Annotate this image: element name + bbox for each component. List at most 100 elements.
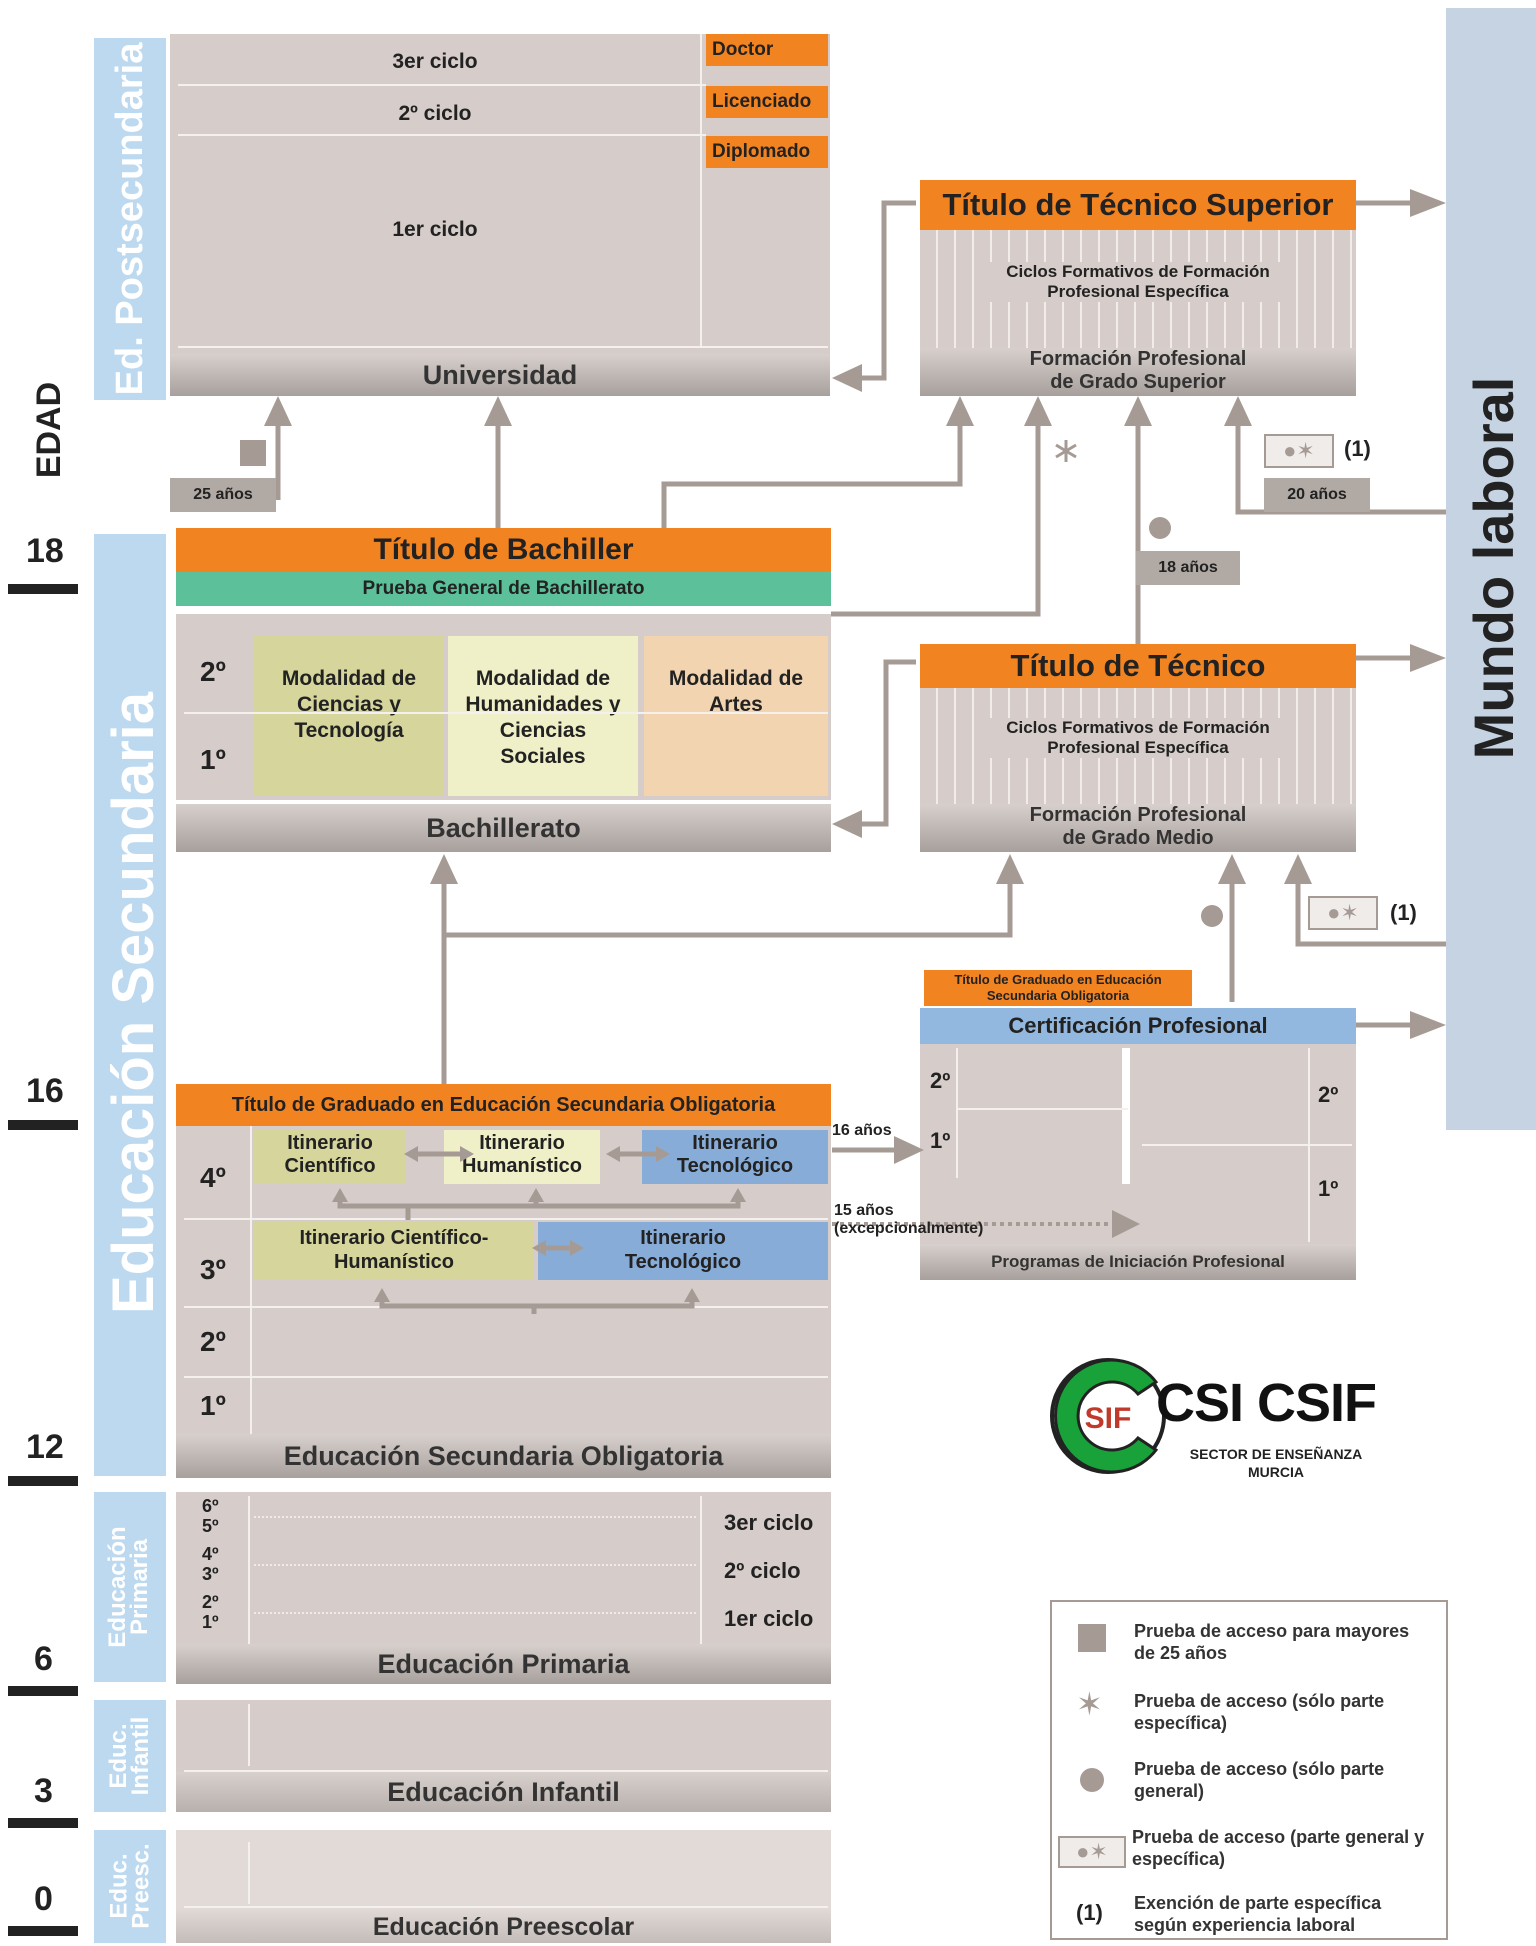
pip-eso-certificate: Título de Graduado en Educación Secundar…	[924, 970, 1192, 1006]
pip-block: 2º 1º 2º 1º	[920, 1044, 1356, 1244]
exemption-fp-medio: (1)	[1390, 900, 1417, 925]
age-tag-20: 20 años	[1264, 478, 1370, 512]
age-0: 0	[34, 1880, 53, 1918]
age-tag-18: 18 años	[1136, 551, 1240, 585]
band-preescolar: Educ. Preesc.	[94, 1830, 166, 1943]
legend-exemption-icon: (1)	[1076, 1900, 1103, 1925]
eso-certificate: Título de Graduado en Educación Secundar…	[176, 1084, 831, 1126]
exemption-20: (1)	[1344, 436, 1371, 461]
eso-year-2: 2º	[200, 1326, 226, 1357]
mundo-laboral-band: Mundo laboral	[1446, 8, 1536, 1130]
fp-superior-title: Formación Profesional de Grado Superior	[920, 348, 1356, 396]
bachillerato-block: 2º 1º Modalidad de Ciencias y Tecnología…	[176, 614, 831, 800]
age-12: 12	[26, 1428, 64, 1466]
pip-title: Programas de Iniciación Profesional	[920, 1244, 1356, 1280]
fp-medio-title: Formación Profesional de Grado Medio	[920, 804, 1356, 852]
universidad-third-cycle: 3er ciclo	[392, 50, 478, 73]
legend: Prueba de acceso para mayores de 25 años…	[1050, 1600, 1448, 1940]
bachillerato-year-1: 1º	[200, 744, 226, 775]
itinerario-4-tecnologico: Itinerario Tecnológico	[642, 1130, 828, 1184]
primaria-cycle-2: 2º ciclo	[724, 1558, 801, 1583]
pip-left-year-2: 2º	[930, 1068, 951, 1093]
fp-medio-cycles: Ciclos Formativos de Formación Profesion…	[920, 688, 1356, 804]
modalidad-humanidades: Modalidad de Humanidades y Ciencias Soci…	[448, 636, 638, 796]
legend-item-2: Prueba de acceso (sólo parte específica)	[1134, 1691, 1385, 1733]
age-18-tick	[8, 584, 78, 594]
legend-circle-icon	[1080, 1768, 1104, 1792]
eso-year-1: 1º	[200, 1390, 226, 1421]
legend-square-icon	[1078, 1624, 1106, 1652]
logo-sector: SECTOR DE ENSEÑANZA	[1189, 1446, 1363, 1462]
age-18: 18	[26, 532, 64, 570]
primaria-block: 6º 5º 4º 3º 2º 1º 3er ciclo 2º ciclo 1er…	[176, 1492, 831, 1646]
infantil-block: Educación Infantil	[176, 1700, 831, 1812]
primaria-year-4: 4º	[202, 1544, 219, 1564]
age-16: 16	[26, 1072, 64, 1110]
logo-name: CSI CSIF	[1156, 1373, 1377, 1433]
bachiller-exam: Prueba General de Bachillerato	[176, 572, 831, 606]
degree-doctor: Doctor	[706, 34, 828, 66]
modalidad-ciencias: Modalidad de Ciencias y Tecnología	[254, 636, 444, 796]
pip-right-year-1: 1º	[1318, 1176, 1339, 1201]
bachiller-certificate: Título de Bachiller	[176, 528, 831, 572]
primaria-cycle-1: 1er ciclo	[724, 1606, 814, 1631]
access-badge-fp-medio: ●✶	[1308, 896, 1378, 930]
universidad-block: 3er ciclo 2º ciclo 1er ciclo Doctor Lice…	[170, 34, 830, 354]
itinerario-4-cientifico: Itinerario Científico	[254, 1130, 406, 1184]
legend-item-5: Exención de parte específica según exper…	[1134, 1893, 1382, 1935]
primaria-title: Educación Primaria	[176, 1644, 831, 1684]
primaria-year-2: 2º	[202, 1592, 219, 1612]
fp-superior-certificate: Título de Técnico Superior	[920, 180, 1356, 230]
csif-logo: SIF CSI CSIF SECTOR DE ENSEÑANZA MURCIA	[1046, 1352, 1406, 1482]
eso-block: 4º 3º 2º 1º Itinerario Científico Itiner…	[176, 1126, 831, 1436]
bachillerato-year-2: 2º	[200, 656, 226, 687]
logo-region: MURCIA	[1248, 1464, 1304, 1480]
preescolar-title: Educación Preescolar	[176, 1908, 831, 1943]
itinerario-3-tecnologico: Itinerario Tecnológico	[538, 1222, 828, 1280]
degree-diplomado: Diplomado	[706, 136, 828, 168]
age-6: 6	[34, 1640, 53, 1678]
legend-item-1: Prueba de acceso para mayores de 25 años	[1134, 1621, 1410, 1663]
legend-star-icon: ✶	[1076, 1686, 1103, 1722]
legend-circle-star-icon: ●✶	[1058, 1836, 1126, 1868]
age-tag-16: 16 años	[832, 1122, 892, 1139]
age-6-tick	[8, 1686, 78, 1696]
pip-left-year-1: 1º	[930, 1128, 951, 1153]
age-12-tick	[8, 1476, 78, 1486]
band-infantil: Educ. Infantil	[94, 1700, 166, 1812]
universidad-title: Universidad	[170, 354, 830, 396]
modalidad-artes: Modalidad de Artes	[644, 636, 828, 796]
age-3: 3	[34, 1772, 53, 1810]
primaria-year-6: 6º	[202, 1496, 219, 1516]
legend-item-4: Prueba de acceso (parte general y especí…	[1132, 1827, 1425, 1869]
access-badge-20: ●✶	[1264, 434, 1334, 468]
age-tag-15: 15 años (excepcionalmente)	[834, 1202, 984, 1237]
primaria-cycle-3: 3er ciclo	[724, 1510, 814, 1535]
age-3-tick	[8, 1818, 78, 1828]
itinerario-4-humanistico: Itinerario Humanístico	[444, 1130, 600, 1184]
band-primaria: Educación Primaria	[94, 1492, 166, 1682]
eso-year-4: 4º	[200, 1162, 226, 1193]
svg-text:SIF: SIF	[1085, 1402, 1132, 1435]
band-secundaria: Educación Secundaria	[94, 534, 166, 1476]
fp-superior-cycles: Ciclos Formativos de Formación Profesion…	[920, 230, 1356, 348]
fp-medio-certificate: Título de Técnico	[920, 644, 1356, 688]
universidad-second-cycle: 2º ciclo	[398, 102, 472, 125]
itinerario-3-cientifico-humanistico: Itinerario Científico-Humanístico	[254, 1222, 534, 1280]
preescolar-block: Educación Preescolar	[176, 1830, 831, 1943]
infantil-title: Educación Infantil	[176, 1772, 831, 1812]
age-0-tick	[8, 1926, 78, 1936]
eso-year-3: 3º	[200, 1254, 226, 1285]
bachillerato-title: Bachillerato	[176, 804, 831, 852]
primaria-year-1: 1º	[202, 1612, 219, 1632]
degree-licenciado: Licenciado	[706, 86, 828, 118]
pip-right-year-2: 2º	[1318, 1082, 1339, 1107]
age-tag-25: 25 años	[170, 478, 276, 512]
legend-item-3: Prueba de acceso (sólo parte general)	[1134, 1759, 1385, 1801]
age-16-tick	[8, 1120, 78, 1130]
eso-title: Educación Secundaria Obligatoria	[176, 1434, 831, 1478]
pip-certification: Certificación Profesional	[920, 1008, 1356, 1044]
primaria-year-3: 3º	[202, 1564, 219, 1584]
primaria-year-5: 5º	[202, 1516, 219, 1536]
